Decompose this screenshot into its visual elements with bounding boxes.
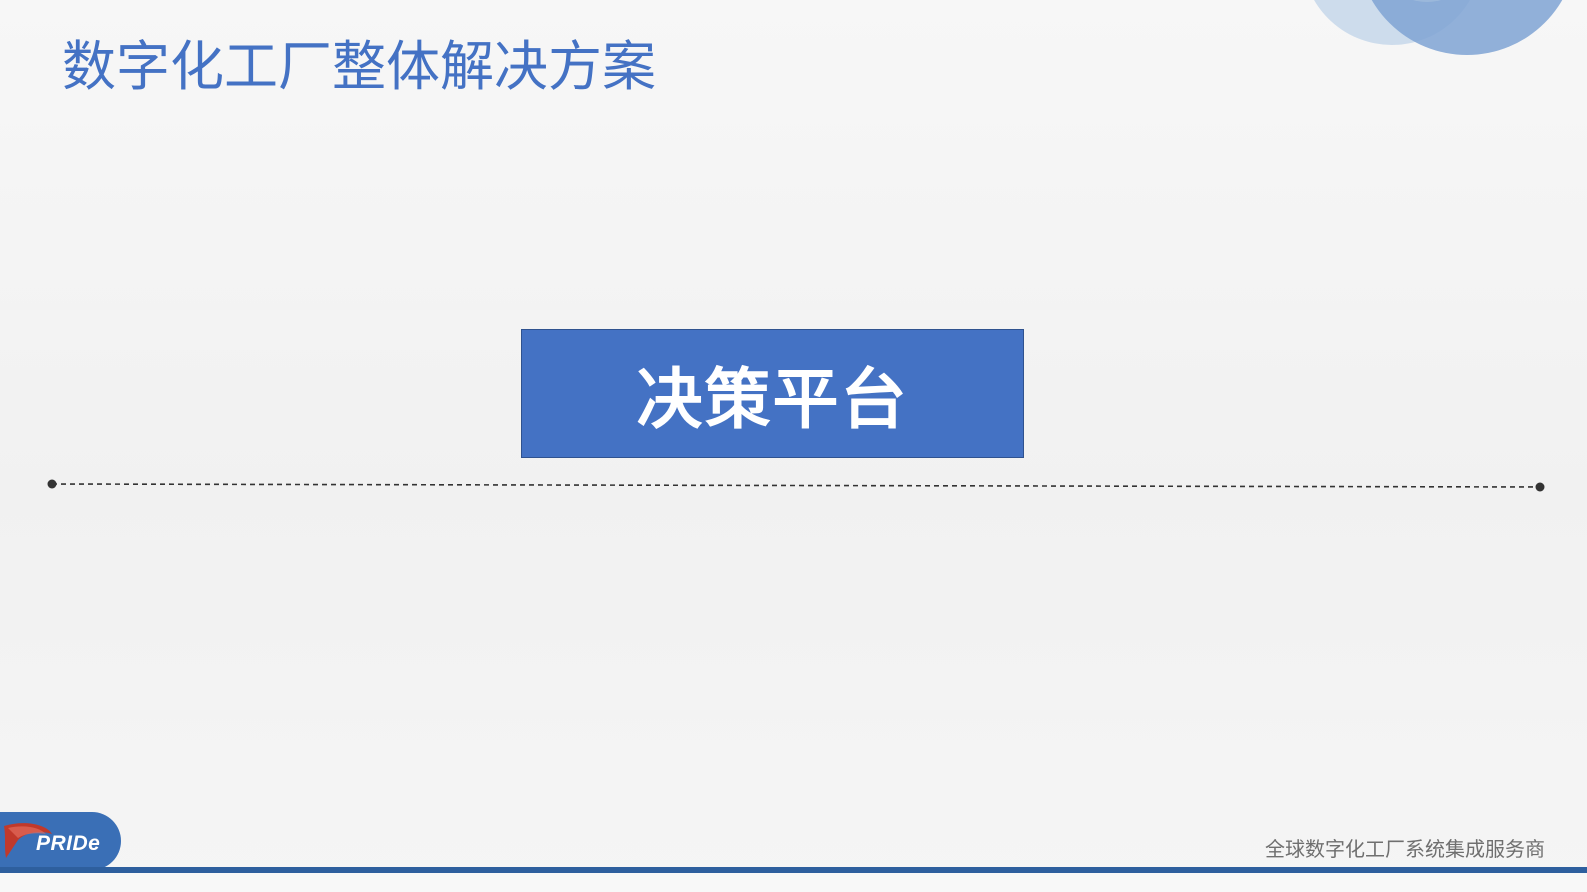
slide-title: 数字化工厂整体解决方案 xyxy=(62,35,656,98)
logo-wordmark: PRIDe xyxy=(36,832,101,855)
swoosh-icon xyxy=(4,823,52,858)
footer-tagline: 全球数字化工厂系统集成服务商 xyxy=(1265,837,1545,861)
decision-platform-box: 决策平台 xyxy=(521,329,1024,458)
dashed-connector-line xyxy=(47,479,1545,492)
decision-platform-label: 决策平台 xyxy=(636,360,909,438)
pride-logo: PRIDe xyxy=(0,812,121,870)
footer-strip xyxy=(0,873,1587,892)
connector-start-dot xyxy=(47,479,57,489)
decorative-circles-icon xyxy=(1314,0,1563,55)
connector-end-dot xyxy=(1535,482,1545,492)
footer-bar xyxy=(0,867,1587,873)
